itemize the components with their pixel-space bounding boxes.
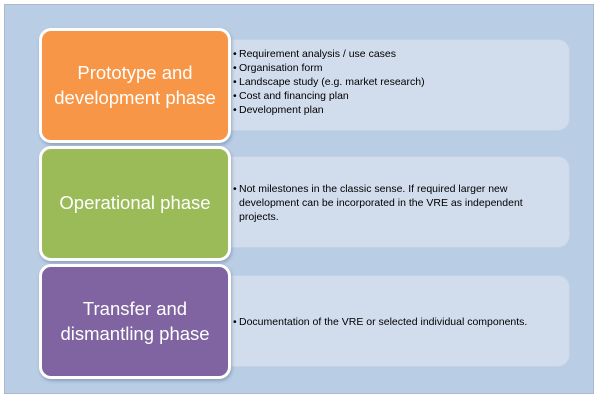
bullet-item: Documentation of the VRE or selected ind… bbox=[233, 315, 563, 329]
bullet-list-transfer: Documentation of the VRE or selected ind… bbox=[233, 315, 563, 329]
phase-title-transfer: Transfer and dismantling phase bbox=[60, 298, 210, 344]
bullet-item: Development plan bbox=[233, 103, 563, 117]
bullet-item: Requirement analysis / use cases bbox=[233, 47, 563, 61]
phase-box-transfer: Transfer and dismantling phase bbox=[39, 264, 231, 379]
bullet-list-prototype: Requirement analysis / use cases Organis… bbox=[233, 47, 563, 117]
phase-box-operational: Operational phase bbox=[39, 146, 231, 261]
bullet-item: Landscape study (e.g. market research) bbox=[233, 75, 563, 89]
phase-title-operational: Operational phase bbox=[59, 192, 211, 214]
phase-box-prototype: Prototype and development phase bbox=[39, 28, 231, 143]
diagram-canvas: Prototype and development phase Requirem… bbox=[4, 4, 594, 394]
bullet-item: Not milestones in the classic sense. If … bbox=[233, 182, 558, 224]
bullet-list-operational: Not milestones in the classic sense. If … bbox=[233, 182, 558, 224]
phase-title-prototype: Prototype and development phase bbox=[54, 62, 216, 108]
bullet-item: Organisation form bbox=[233, 61, 563, 75]
bullet-item: Cost and financing plan bbox=[233, 89, 563, 103]
